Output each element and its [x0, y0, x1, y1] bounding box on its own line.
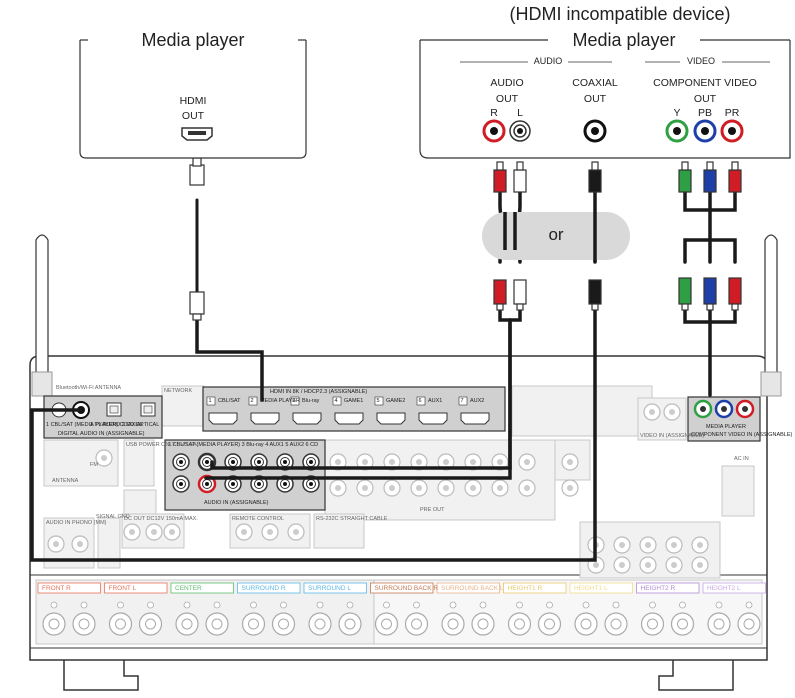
- hdmi-input-port: [209, 413, 237, 424]
- left-out-label: OUT: [80, 110, 306, 122]
- phono-label: AUDIO IN PHONO (MM): [46, 520, 107, 526]
- hdmi-input-port: [419, 413, 447, 424]
- ch-r-label: R: [486, 107, 502, 119]
- video-in-label: VIDEO IN (ASSIGNABLE): [640, 433, 704, 439]
- component-out-label-1: COMPONENT VIDEO: [642, 77, 768, 89]
- hdmi-input-port: [251, 413, 279, 424]
- wifi-antenna-left: [32, 235, 52, 396]
- dc-out-label: DC OUT DC12V 150mA MAX.: [124, 516, 198, 522]
- hdmi-input-port: [377, 413, 405, 424]
- speaker-label: HEIGHT2 R: [641, 585, 676, 592]
- hdmi-port-name: CBL/SAT: [218, 398, 241, 404]
- speaker-label: SURROUND BACK R: [375, 585, 439, 592]
- audio-out-label-1: AUDIO: [477, 77, 537, 89]
- fm-label: FM: [90, 462, 98, 468]
- hdmi-port-number: 1: [209, 398, 212, 404]
- coaxial-out-label-2: OUT: [560, 93, 630, 105]
- speaker-label: SURROUND BACK L: [441, 585, 503, 592]
- coaxial-out-label-1: COAXIAL: [560, 77, 630, 89]
- digital-audio-in-label: DIGITAL AUDIO IN (ASSIGNABLE): [58, 431, 145, 437]
- left-hdmi-label: HDMI: [80, 95, 306, 107]
- network-label: NETWORK: [164, 388, 192, 394]
- ch-l-label: L: [512, 107, 528, 119]
- audio-in-footer: AUDIO IN (ASSIGNABLE): [204, 500, 269, 506]
- rs232c-label: RS-232C STRAIGHT CABLE: [316, 516, 387, 522]
- hdmi-in-header: HDMI IN 8K / HDCP2.3 (ASSIGNABLE): [270, 389, 367, 395]
- right-device-caption: (HDMI incompatible device): [450, 4, 790, 25]
- bt-antenna-label: Bluetooth/Wi-Fi ANTENNA: [56, 385, 121, 391]
- hdmi-port-number: 7: [461, 398, 464, 404]
- speaker-label: HEIGHT1 L: [574, 585, 608, 592]
- hdmi-port-name: Blu-ray: [302, 398, 319, 404]
- hdmi-port-name: AUX2: [470, 398, 484, 404]
- ch-y-label: Y: [669, 107, 685, 119]
- hdmi-port-name: AUX1: [428, 398, 442, 404]
- hdmi-port-number: 3: [293, 398, 296, 404]
- speaker-label: FRONT L: [109, 585, 137, 592]
- or-label: or: [482, 225, 630, 245]
- hdmi-port-number: 2: [251, 398, 254, 404]
- plugs: [190, 158, 741, 320]
- remote-control-label: REMOTE CONTROL: [232, 516, 284, 522]
- hdmi-port-name: GAME1: [344, 398, 363, 404]
- hdmi-port-number: 5: [377, 398, 380, 404]
- component-out-label-2: OUT: [642, 93, 768, 105]
- audio-group-label: AUDIO: [528, 56, 568, 66]
- hdmi-port-number: 6: [419, 398, 422, 404]
- optical-label: 1 TV AUDIO 2 CD OPTICAL: [90, 422, 159, 428]
- component-in-label: COMPONENT VIDEO IN (ASSIGNABLE): [691, 432, 792, 438]
- hdmi-input-port: [335, 413, 363, 424]
- speaker-label: SURROUND R: [242, 585, 286, 592]
- hdmi-port-number: 4: [335, 398, 338, 404]
- hdmi-input-port: [293, 413, 321, 424]
- speaker-label: SURROUND L: [308, 585, 351, 592]
- antenna-label: ANTENNA: [52, 478, 78, 484]
- pre-out-label: PRE OUT: [420, 507, 444, 513]
- hdmi-input-port: [461, 413, 489, 424]
- usb-label: USB POWER ONLY 5V/1.5A: [126, 442, 197, 448]
- speaker-label: CENTER: [175, 585, 202, 592]
- signal-gnd-label: SIGNAL GND: [96, 514, 130, 520]
- speaker-label: FRONT R: [42, 585, 71, 592]
- ch-pr-label: PR: [720, 107, 744, 119]
- audio-out-label-2: OUT: [477, 93, 537, 105]
- ch-pb-label: PB: [693, 107, 717, 119]
- video-group-label: VIDEO: [680, 56, 722, 66]
- wifi-antenna-right: [761, 235, 781, 396]
- hdmi-port-name: GAME2: [386, 398, 405, 404]
- left-device-title: Media player: [80, 30, 306, 51]
- speaker-label: HEIGHT1 R: [508, 585, 543, 592]
- component-media-player-label: MEDIA PLAYER: [706, 424, 746, 430]
- speaker-label: HEIGHT2 L: [707, 585, 741, 592]
- right-device-title: Media player: [548, 30, 700, 51]
- ac-in-label: AC IN: [734, 456, 749, 462]
